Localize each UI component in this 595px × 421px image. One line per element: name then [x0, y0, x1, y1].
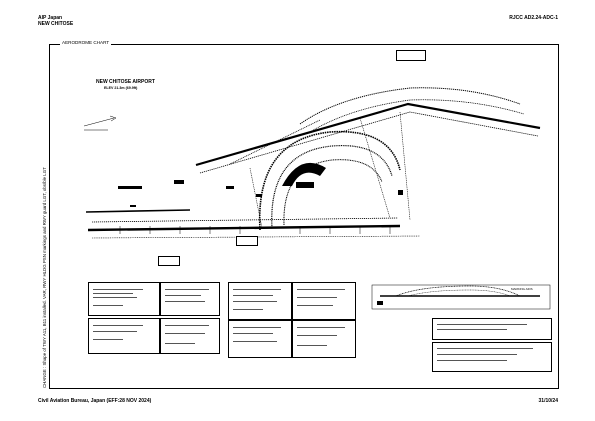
reference-box: [158, 256, 180, 266]
runway-west: [85, 209, 191, 213]
chart-title: AERODROME CHART: [60, 40, 112, 45]
aerodrome-name: NEW CHITOSE: [38, 21, 74, 27]
reference-box: [88, 282, 160, 316]
terminal-building: [282, 162, 326, 186]
reference-box: [160, 282, 220, 316]
reference-box: [228, 282, 292, 320]
terminal-block: [296, 182, 314, 188]
reference-box: [292, 282, 356, 320]
reference-box: [228, 320, 292, 358]
header-left: AIP Japan NEW CHITOSE: [38, 15, 73, 27]
runway-upper: [195, 102, 541, 167]
publication-name: AIP Japan: [38, 15, 63, 21]
reference-box: [432, 342, 552, 372]
reference-box: [236, 236, 258, 246]
airport-elevation: ELEV 21.3m (69.9ft): [104, 86, 138, 90]
taxiway-lower-parallel: [91, 217, 399, 223]
taxiway-diag: [229, 119, 321, 165]
chart-id: RJCC AD2.24-ADC-1: [509, 15, 558, 21]
apron-arc-mid: [271, 144, 393, 229]
taxiway-link-2: [399, 111, 411, 221]
runway-lower: [87, 224, 401, 232]
marking-aids-label: MARKING AIDS: [511, 287, 533, 291]
airport-name: NEW CHITOSE AIRPORT: [96, 79, 155, 85]
taxiway-upper-parallel: [199, 111, 539, 174]
reference-box: [292, 320, 356, 358]
publisher: Civil Aviation Bureau, Japan (EFF:28 NOV…: [38, 398, 152, 404]
taxiway-ne-2: [309, 99, 525, 133]
footer-date: 31/10/24: [538, 398, 558, 404]
reference-box: [432, 318, 552, 340]
chart-frame: [49, 44, 559, 389]
reference-box: [88, 318, 160, 354]
apron-arc-outer: [258, 130, 401, 231]
taxiway-ne-1: [299, 87, 521, 125]
reference-box: [396, 50, 426, 61]
reference-box: [160, 318, 220, 354]
apron-arc-inner: [283, 159, 383, 226]
taxiway-link-1: [359, 117, 391, 219]
taxiway-link-3: [249, 167, 263, 229]
